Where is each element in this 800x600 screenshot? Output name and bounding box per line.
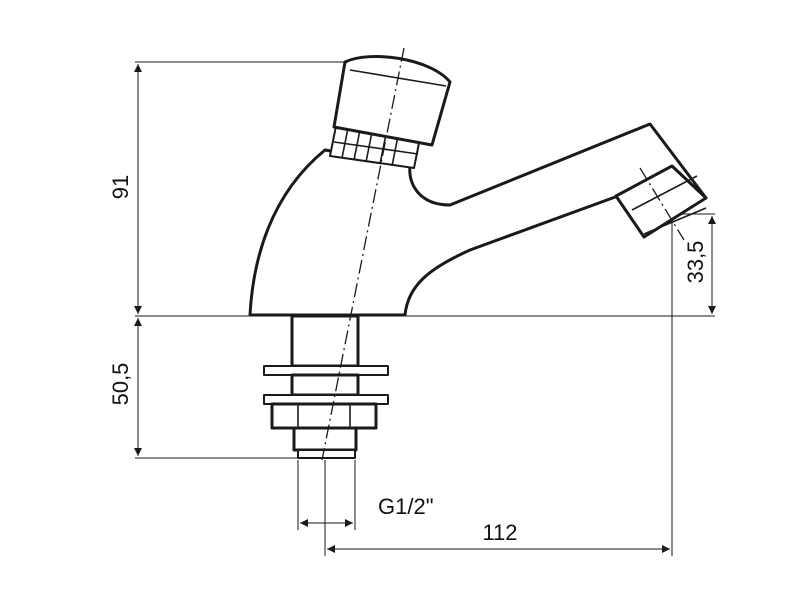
label-height-total: 91 bbox=[108, 175, 133, 199]
label-outlet-height: 33,5 bbox=[683, 241, 708, 284]
dimension-labels: 91 50,5 33,5 G1/2" 112 bbox=[108, 175, 708, 545]
shank-middle bbox=[290, 373, 360, 397]
thread-section bbox=[292, 426, 358, 452]
faucet-body bbox=[248, 55, 708, 459]
nozzle-outlet-line bbox=[643, 207, 707, 235]
valve-center-axis bbox=[321, 47, 405, 461]
label-thread: G1/2" bbox=[378, 494, 434, 519]
nozzle-ring-line bbox=[631, 175, 698, 211]
extension-lines bbox=[135, 61, 715, 556]
spout-body bbox=[248, 122, 708, 317]
push-button-cap bbox=[332, 55, 452, 147]
label-reach: 112 bbox=[482, 520, 517, 545]
label-shank-length: 50,5 bbox=[108, 363, 133, 406]
collar-band bbox=[333, 141, 419, 155]
dimension-lines bbox=[134, 64, 716, 553]
thread-end bbox=[297, 449, 356, 459]
shank-upper bbox=[290, 314, 360, 368]
hex-nut bbox=[270, 402, 378, 430]
center-axes bbox=[321, 47, 685, 461]
nozzle-center-axis bbox=[639, 167, 685, 241]
